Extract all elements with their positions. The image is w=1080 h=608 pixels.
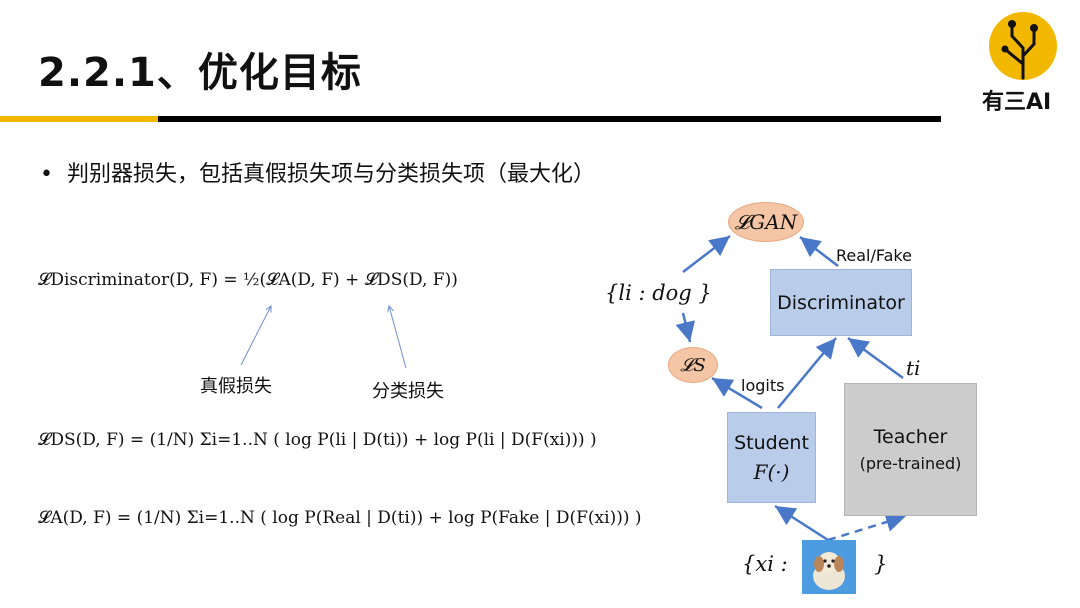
student-function: F(·) (753, 459, 790, 484)
equation-discriminator-loss: 𝓛Discriminator(D, F) = ½(𝓛A(D, F) + 𝓛DS(… (38, 270, 458, 290)
input-set-open: {xi : (742, 552, 788, 576)
dog-image (802, 540, 856, 594)
discriminator-label: Discriminator (777, 291, 905, 314)
class-loss-node: 𝓛S (668, 347, 718, 383)
gan-loss-node: 𝓛GAN (728, 202, 804, 242)
annotation-real-fake-loss: 真假损失 (200, 376, 272, 397)
discriminator-box: Discriminator (770, 269, 912, 336)
input-set-close: } (874, 552, 888, 576)
logo-icon (989, 12, 1057, 80)
logits-label: logits (741, 376, 785, 395)
bullet-text: 判别器损失，包括真假损失项与分类损失项（最大化） (66, 162, 595, 187)
label-set: {li : dog } (605, 281, 712, 305)
logo-text: 有三AI (982, 90, 1052, 115)
student-label: Student (734, 431, 809, 454)
title-rule (158, 116, 941, 122)
teacher-box: Teacher (pre-trained) (844, 383, 977, 516)
equation-a-loss: 𝓛A(D, F) = (1/N) Σi=1..N ( log P(Real | … (38, 508, 642, 528)
slide-title: 2.2.1、优化目标 (38, 50, 362, 96)
teacher-label: Teacher (873, 426, 948, 448)
annotation-class-loss: 分类损失 (372, 381, 444, 402)
bullet-item: • 判别器损失，包括真假损失项与分类损失项（最大化） (40, 156, 595, 188)
teacher-output-label: ti (906, 356, 921, 380)
teacher-note: (pre-trained) (859, 454, 962, 473)
title-rule-accent (0, 116, 158, 122)
student-box: Student F(·) (727, 412, 816, 503)
annotation-arrows (240, 0, 407, 369)
real-fake-label: Real/Fake (836, 246, 912, 265)
bullet-dot: • (40, 162, 53, 187)
equation-ds-loss: 𝓛DS(D, F) = (1/N) Σi=1..N ( log P(li | D… (38, 430, 597, 450)
